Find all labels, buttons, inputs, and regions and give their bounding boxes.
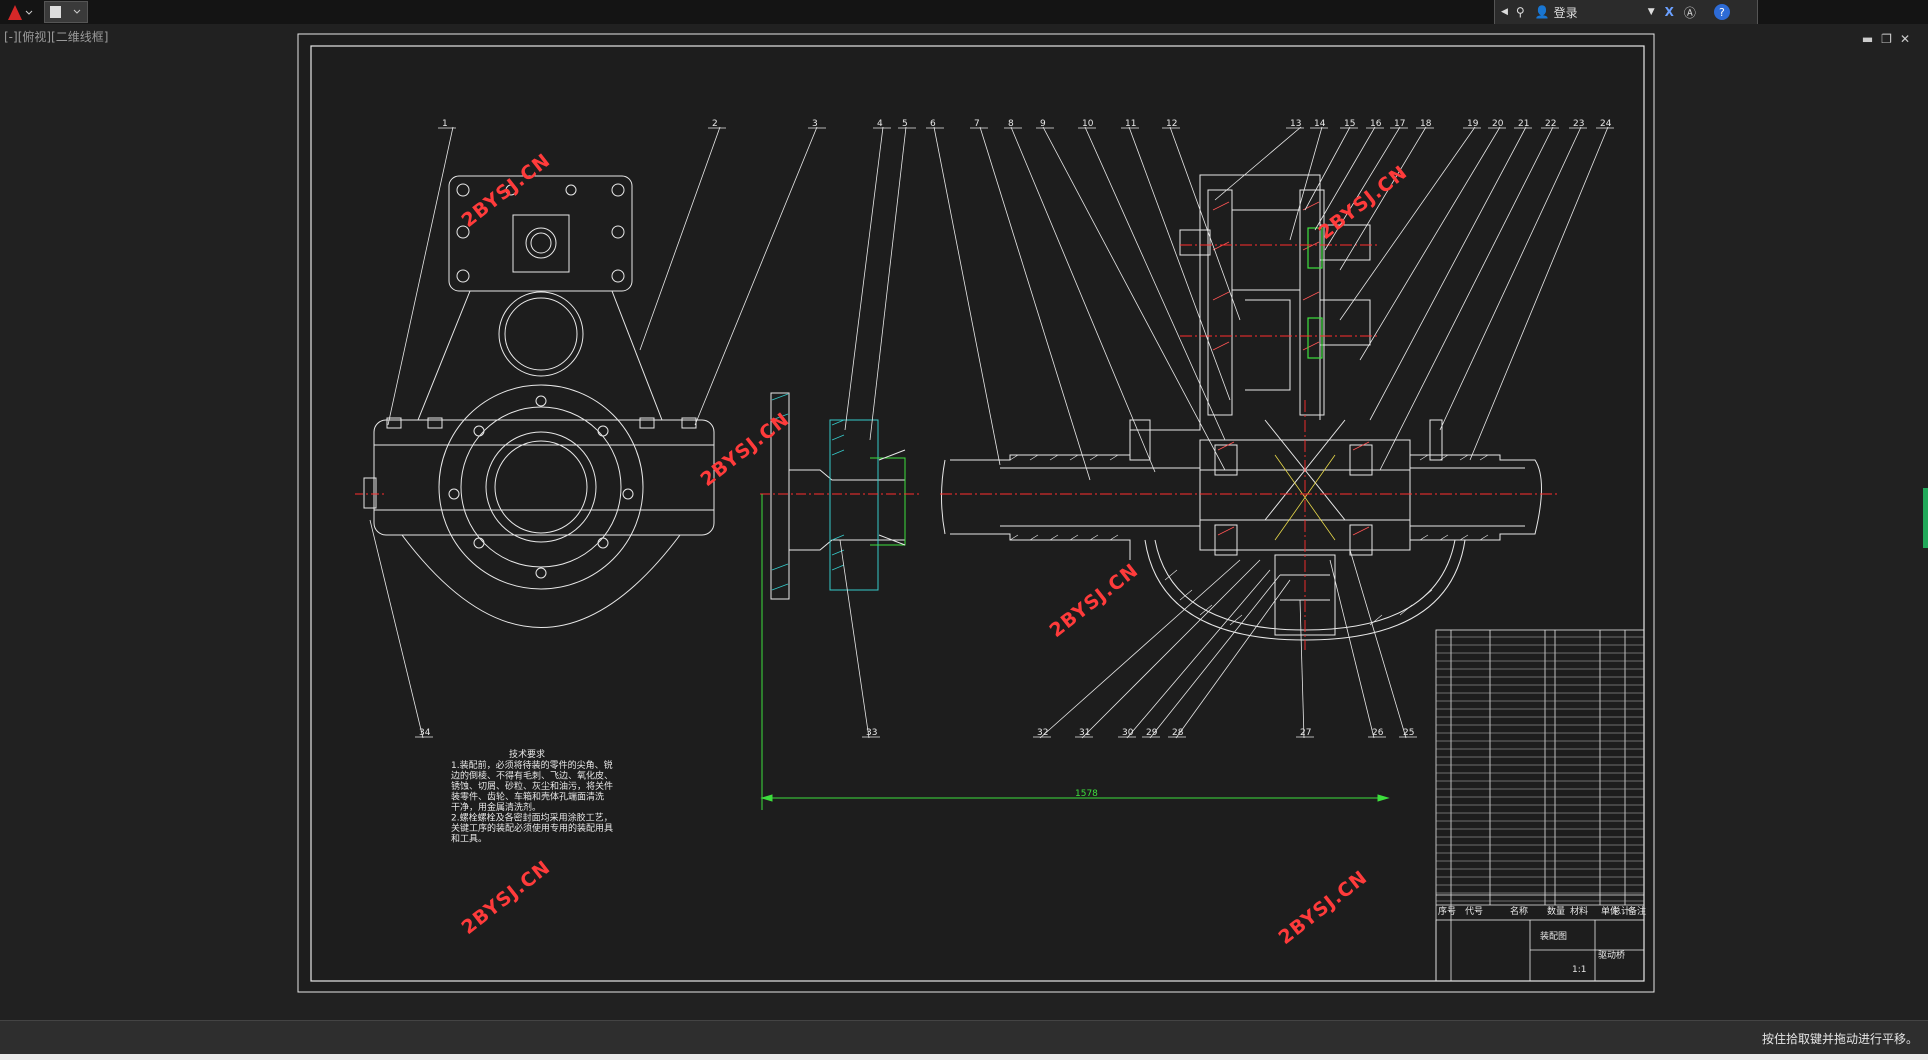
part-number-label: 32 [1037, 728, 1048, 738]
help-icon[interactable]: ? [1713, 4, 1730, 20]
tech-requirement-line: 锈蚀、切屑、砂粒、灰尘和油污，将关件 [451, 780, 613, 792]
part-number-label: 5 [902, 119, 908, 129]
part-number-label: 26 [1372, 728, 1384, 738]
part-number-label: 19 [1467, 119, 1479, 129]
tech-requirements-text: 1.装配前，必须将待装的零件的尖角、锐边的倒棱、不得有毛刺、飞边、氧化皮、锈蚀、… [451, 759, 613, 845]
part-number-label: 17 [1394, 119, 1405, 129]
binoculars-icon[interactable]: ⚲ [1515, 5, 1525, 19]
tech-requirements-title: 技术要求 [509, 748, 545, 760]
tech-requirement-line: 边的倒棱、不得有毛刺、飞边、氧化皮、 [451, 770, 613, 782]
part-number-label: 13 [1290, 119, 1301, 129]
side-scroll-tab[interactable] [1923, 488, 1928, 548]
status-message: 按住拾取键并拖动进行平移。 [1761, 1032, 1918, 1046]
dimension-text: 1578 [1075, 789, 1098, 799]
title-bar: ◀ ⚲ 👤 登录 ▼ X Ⓐ ? [0, 0, 1928, 24]
minimize-icon[interactable]: ▬ [1861, 32, 1874, 46]
bom-header-cell: 备注 [1628, 905, 1646, 917]
part-number-label: 31 [1079, 728, 1090, 738]
part-number-label: 21 [1518, 119, 1529, 129]
title-block-title: 装配图 [1540, 930, 1567, 942]
title-block-scale: 1:1 [1572, 965, 1586, 975]
part-number-label: 15 [1344, 119, 1355, 129]
document-icon [50, 6, 81, 18]
bearing-hatch [1212, 201, 1370, 536]
flange-section [770, 392, 906, 600]
bom-header-cell: 总计 [1612, 905, 1630, 917]
close-icon[interactable]: ✕ [1899, 32, 1910, 46]
infocenter: ◀ ⚲ 👤 登录 ▼ X Ⓐ ? [1494, 0, 1758, 24]
dimension-1578 [760, 494, 1390, 810]
axle-hatch [1009, 454, 1489, 626]
part-number-label: 10 [1082, 119, 1094, 129]
exchange-icon[interactable]: X [1664, 5, 1674, 19]
tech-requirement-line: 干净，用金属清洗剂。 [451, 801, 541, 813]
leader-lines [369, 126, 1609, 739]
side-view [363, 175, 715, 628]
bottom-strip [0, 1054, 1928, 1060]
user-icon: 👤 [1534, 5, 1550, 19]
part-number-label: 12 [1166, 119, 1177, 129]
bom-table-rows [1436, 636, 1644, 902]
part-number-label: 9 [1040, 119, 1046, 129]
restore-icon[interactable]: ❐ [1881, 32, 1892, 46]
command-status-bar: 按住拾取键并拖动进行平移。 [0, 1020, 1928, 1055]
chevron-left-icon[interactable]: ◀ [1501, 7, 1508, 17]
part-number-label: 6 [930, 119, 936, 129]
application-menu-button[interactable] [4, 0, 40, 24]
part-number-label: 27 [1300, 728, 1311, 738]
title-block-subtitle: 驱动桥 [1598, 949, 1625, 961]
part-number-label: 2 [712, 119, 718, 129]
drawing-window-controls: ▬ ❐ ✕ [1862, 32, 1910, 46]
bom-header-cell: 名称 [1510, 905, 1528, 917]
part-number-label: 11 [1125, 119, 1136, 129]
tech-requirement-line: 和工具。 [451, 834, 487, 845]
viewport-controls[interactable]: [-][俯视][二维线框] [4, 30, 109, 44]
tech-requirement-line: 2.螺栓螺栓及各密封面均采用涂胶工艺， [451, 812, 613, 824]
bom-header-cell: 单件 [1601, 905, 1619, 917]
part-number-label: 30 [1122, 728, 1134, 738]
part-number-label: 18 [1420, 119, 1432, 129]
part-number-label: 23 [1573, 119, 1584, 129]
part-number-label: 28 [1172, 728, 1184, 738]
part-number-label: 34 [419, 728, 431, 738]
bom-header-cell: 序号 [1438, 905, 1456, 917]
bom-header-cell: 数量 [1547, 905, 1565, 917]
part-number-label: 7 [974, 119, 980, 129]
part-number-label: 24 [1600, 119, 1612, 129]
autodesk-icon[interactable]: Ⓐ [1683, 5, 1696, 20]
sign-in-label[interactable]: 登录 [1553, 5, 1578, 20]
chevron-down-icon[interactable]: ▼ [1647, 7, 1655, 17]
centerlines [940, 244, 1560, 650]
bom-header-cell: 代号 [1465, 906, 1483, 917]
part-number-label: 4 [877, 119, 883, 129]
part-number-label: 8 [1008, 119, 1014, 129]
part-number-label: 20 [1492, 119, 1504, 129]
differential-gears [1274, 454, 1336, 541]
bom-header-cell: 材料 [1570, 905, 1588, 917]
title-block [1435, 629, 1645, 982]
part-number-label: 25 [1403, 728, 1414, 738]
tech-requirement-line: 1.装配前，必须将待装的零件的尖角、锐 [451, 759, 613, 771]
part-number-label: 1 [442, 119, 448, 129]
gear-highlight [1307, 227, 1323, 359]
part-number-label: 16 [1370, 119, 1382, 129]
autocad-logo-icon [8, 5, 33, 20]
part-number-label: 22 [1545, 119, 1556, 129]
tech-requirement-line: 装零件、齿轮、车箱和壳体孔端面清洗 [451, 791, 604, 803]
flange-hatch [771, 393, 845, 591]
part-numbers-bottom: 34 33 32 31 30 29 28 27 26 25 [415, 728, 1417, 738]
quick-access-toolbar[interactable] [44, 1, 88, 23]
paper-inner-frame [310, 45, 1645, 982]
part-number-label: 33 [866, 728, 877, 738]
part-number-label: 14 [1314, 119, 1326, 129]
part-number-label: 3 [812, 119, 818, 129]
part-number-label: 29 [1146, 728, 1158, 738]
tech-requirement-line: 关键工序的装配必须使用专用的装配用具 [451, 822, 613, 834]
bom-table-header: 序号代号 名称 数量材料 单件总计备注 [1438, 905, 1646, 917]
